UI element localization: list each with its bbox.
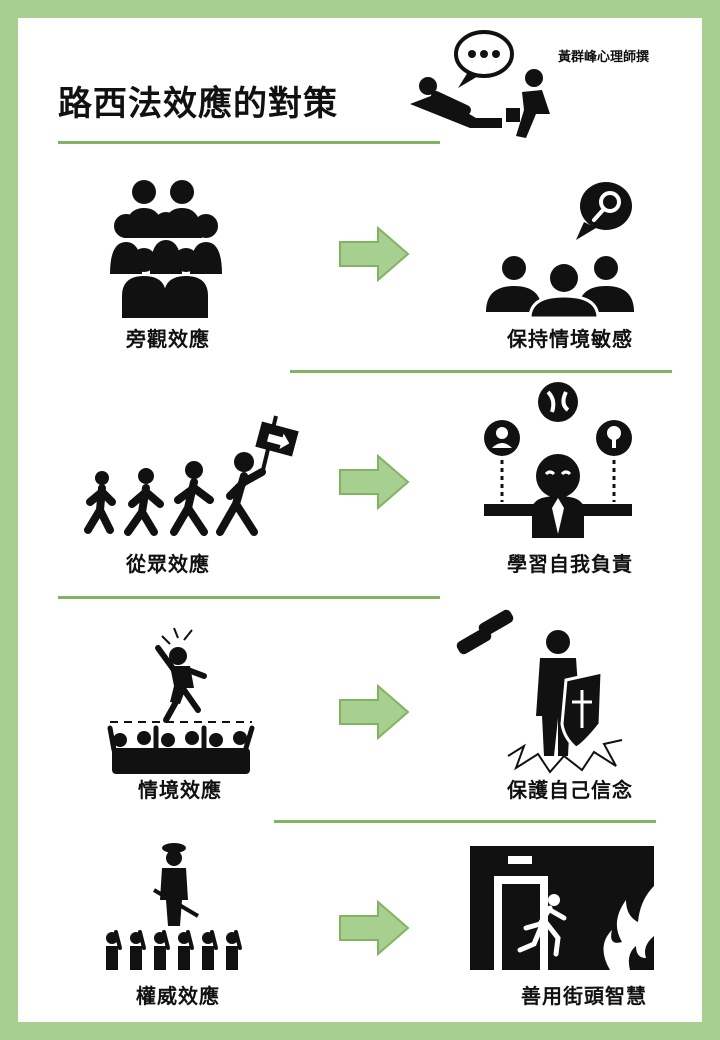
page-title: 路西法效應的對策: [58, 84, 338, 124]
decision-maker-icon: [484, 382, 632, 538]
divider: [58, 141, 440, 144]
crowd-surfing-icon: [107, 627, 255, 774]
arrow-right-icon: [339, 454, 410, 510]
shield-person-icon: [456, 609, 623, 774]
divider: [274, 820, 656, 823]
countermeasure-label-2: 學習自我負責: [507, 552, 633, 576]
effect-label-1: 旁觀效應: [126, 327, 210, 351]
effect-label-3: 情境效應: [138, 778, 222, 802]
therapy-session-icon: [410, 30, 550, 138]
countermeasure-label-1: 保持情境敏感: [507, 327, 633, 351]
authority-salute-icon: [106, 843, 242, 970]
arrow-right-icon: [339, 900, 410, 956]
divider: [58, 596, 440, 599]
countermeasure-label-3: 保護自己信念: [507, 778, 633, 802]
group-search-icon: [486, 182, 634, 318]
crowd-icon: [110, 180, 222, 318]
countermeasure-label-4: 善用街頭智慧: [521, 984, 647, 1008]
author-credit: 黃群峰心理師撰: [558, 50, 650, 65]
effect-label-4: 權威效應: [136, 984, 220, 1008]
marching-followers-icon: [84, 415, 299, 536]
arrow-right-icon: [339, 226, 410, 282]
divider: [290, 370, 672, 373]
arrow-right-icon: [339, 684, 410, 740]
emergency-exit-icon: [470, 846, 654, 970]
poster: 路西法效應的對策 黃群峰心理師撰 旁觀效應: [18, 18, 702, 1022]
effect-label-2: 從眾效應: [126, 552, 210, 576]
